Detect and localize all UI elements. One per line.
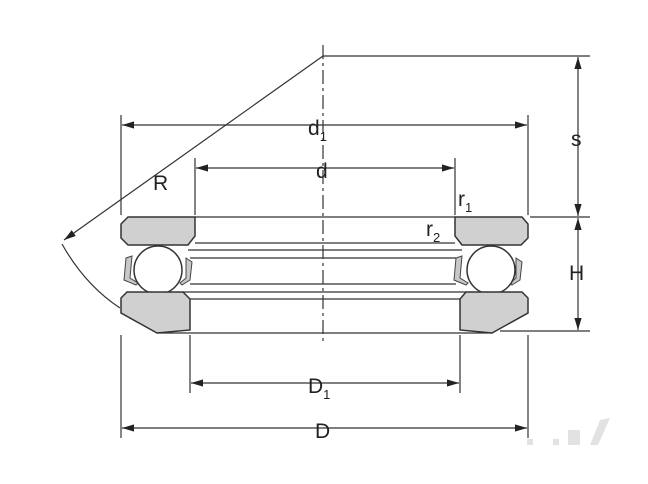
label-d1: d1 [308, 117, 327, 144]
label-H: H [569, 262, 584, 285]
watermark [527, 418, 610, 445]
cage [123, 255, 523, 286]
ball-right [466, 245, 516, 295]
ball-left [133, 245, 183, 295]
label-R: R [153, 172, 168, 195]
label-r1: r1 [458, 188, 472, 215]
upper-washer [120, 216, 529, 251]
label-D1: D1 [308, 375, 330, 402]
label-d: d [316, 160, 328, 183]
label-r2: r2 [426, 218, 440, 245]
label-s: s [571, 128, 582, 151]
lower-washer [120, 291, 529, 334]
dimension-lines [61, 55, 582, 432]
radius-arc [61, 243, 121, 309]
dim-R [63, 55, 324, 241]
extension-lines [120, 55, 590, 438]
label-D: D [315, 420, 330, 443]
